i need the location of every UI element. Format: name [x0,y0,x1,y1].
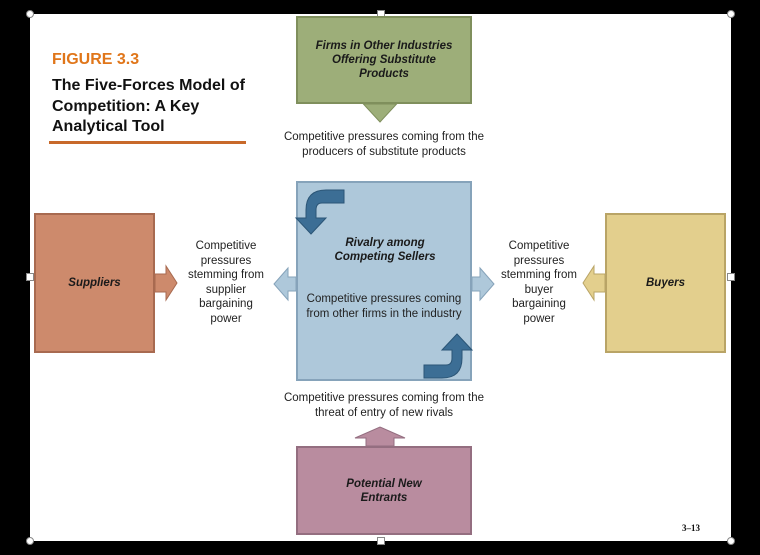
resize-handle-bottom-left[interactable] [26,537,34,545]
rivalry-curve-arrow-bottom [423,333,474,379]
resize-handle-right[interactable] [727,273,735,281]
resize-handle-bottom-right[interactable] [727,537,735,545]
rivalry-curve-arrow-top [294,189,345,235]
figure-number: FIGURE 3.3 [52,51,140,68]
entrants-box: Potential New Entrants [296,446,472,535]
buyers-pressure-text: Competitive pressures stemming from buye… [500,240,578,325]
page-number: 3–13 [682,523,700,533]
figure-title: The Five-Forces Model of Competition: A … [52,77,245,135]
entrants-pressure-text: Competitive pressures coming from the th… [283,392,485,419]
resize-handle-top-right[interactable] [727,10,735,18]
resize-handle-top-left[interactable] [26,10,34,18]
entrants-label: Potential New Entrants [346,477,422,504]
substitutes-label: Firms in Other Industries Offering Subst… [315,40,453,80]
rivalry-box [296,181,472,381]
title-underline [49,141,246,144]
suppliers-label: Suppliers [68,277,121,289]
substitutes-box: Firms in Other Industries Offering Subst… [296,16,472,104]
resize-handle-bottom[interactable] [377,537,385,545]
buyers-left-arrow [582,264,606,302]
rivalry-label: Rivalry among Competing Sellers [334,237,436,263]
rivals-pressure-text: Competitive pressures coming from other … [306,293,462,320]
resize-handle-left[interactable] [26,273,34,281]
entrants-up-arrow [354,426,406,447]
buyers-box: Buyers [605,213,726,353]
substitutes-pressure-text: Competitive pressures coming from the pr… [283,131,485,158]
rivalry-right-arrow [471,266,495,302]
rivalry-left-arrow [273,266,297,302]
suppliers-box: Suppliers [34,213,155,353]
suppliers-pressure-text: Competitive pressures stemming from supp… [187,240,265,325]
suppliers-right-arrow [154,264,178,302]
buyers-label: Buyers [646,277,685,289]
